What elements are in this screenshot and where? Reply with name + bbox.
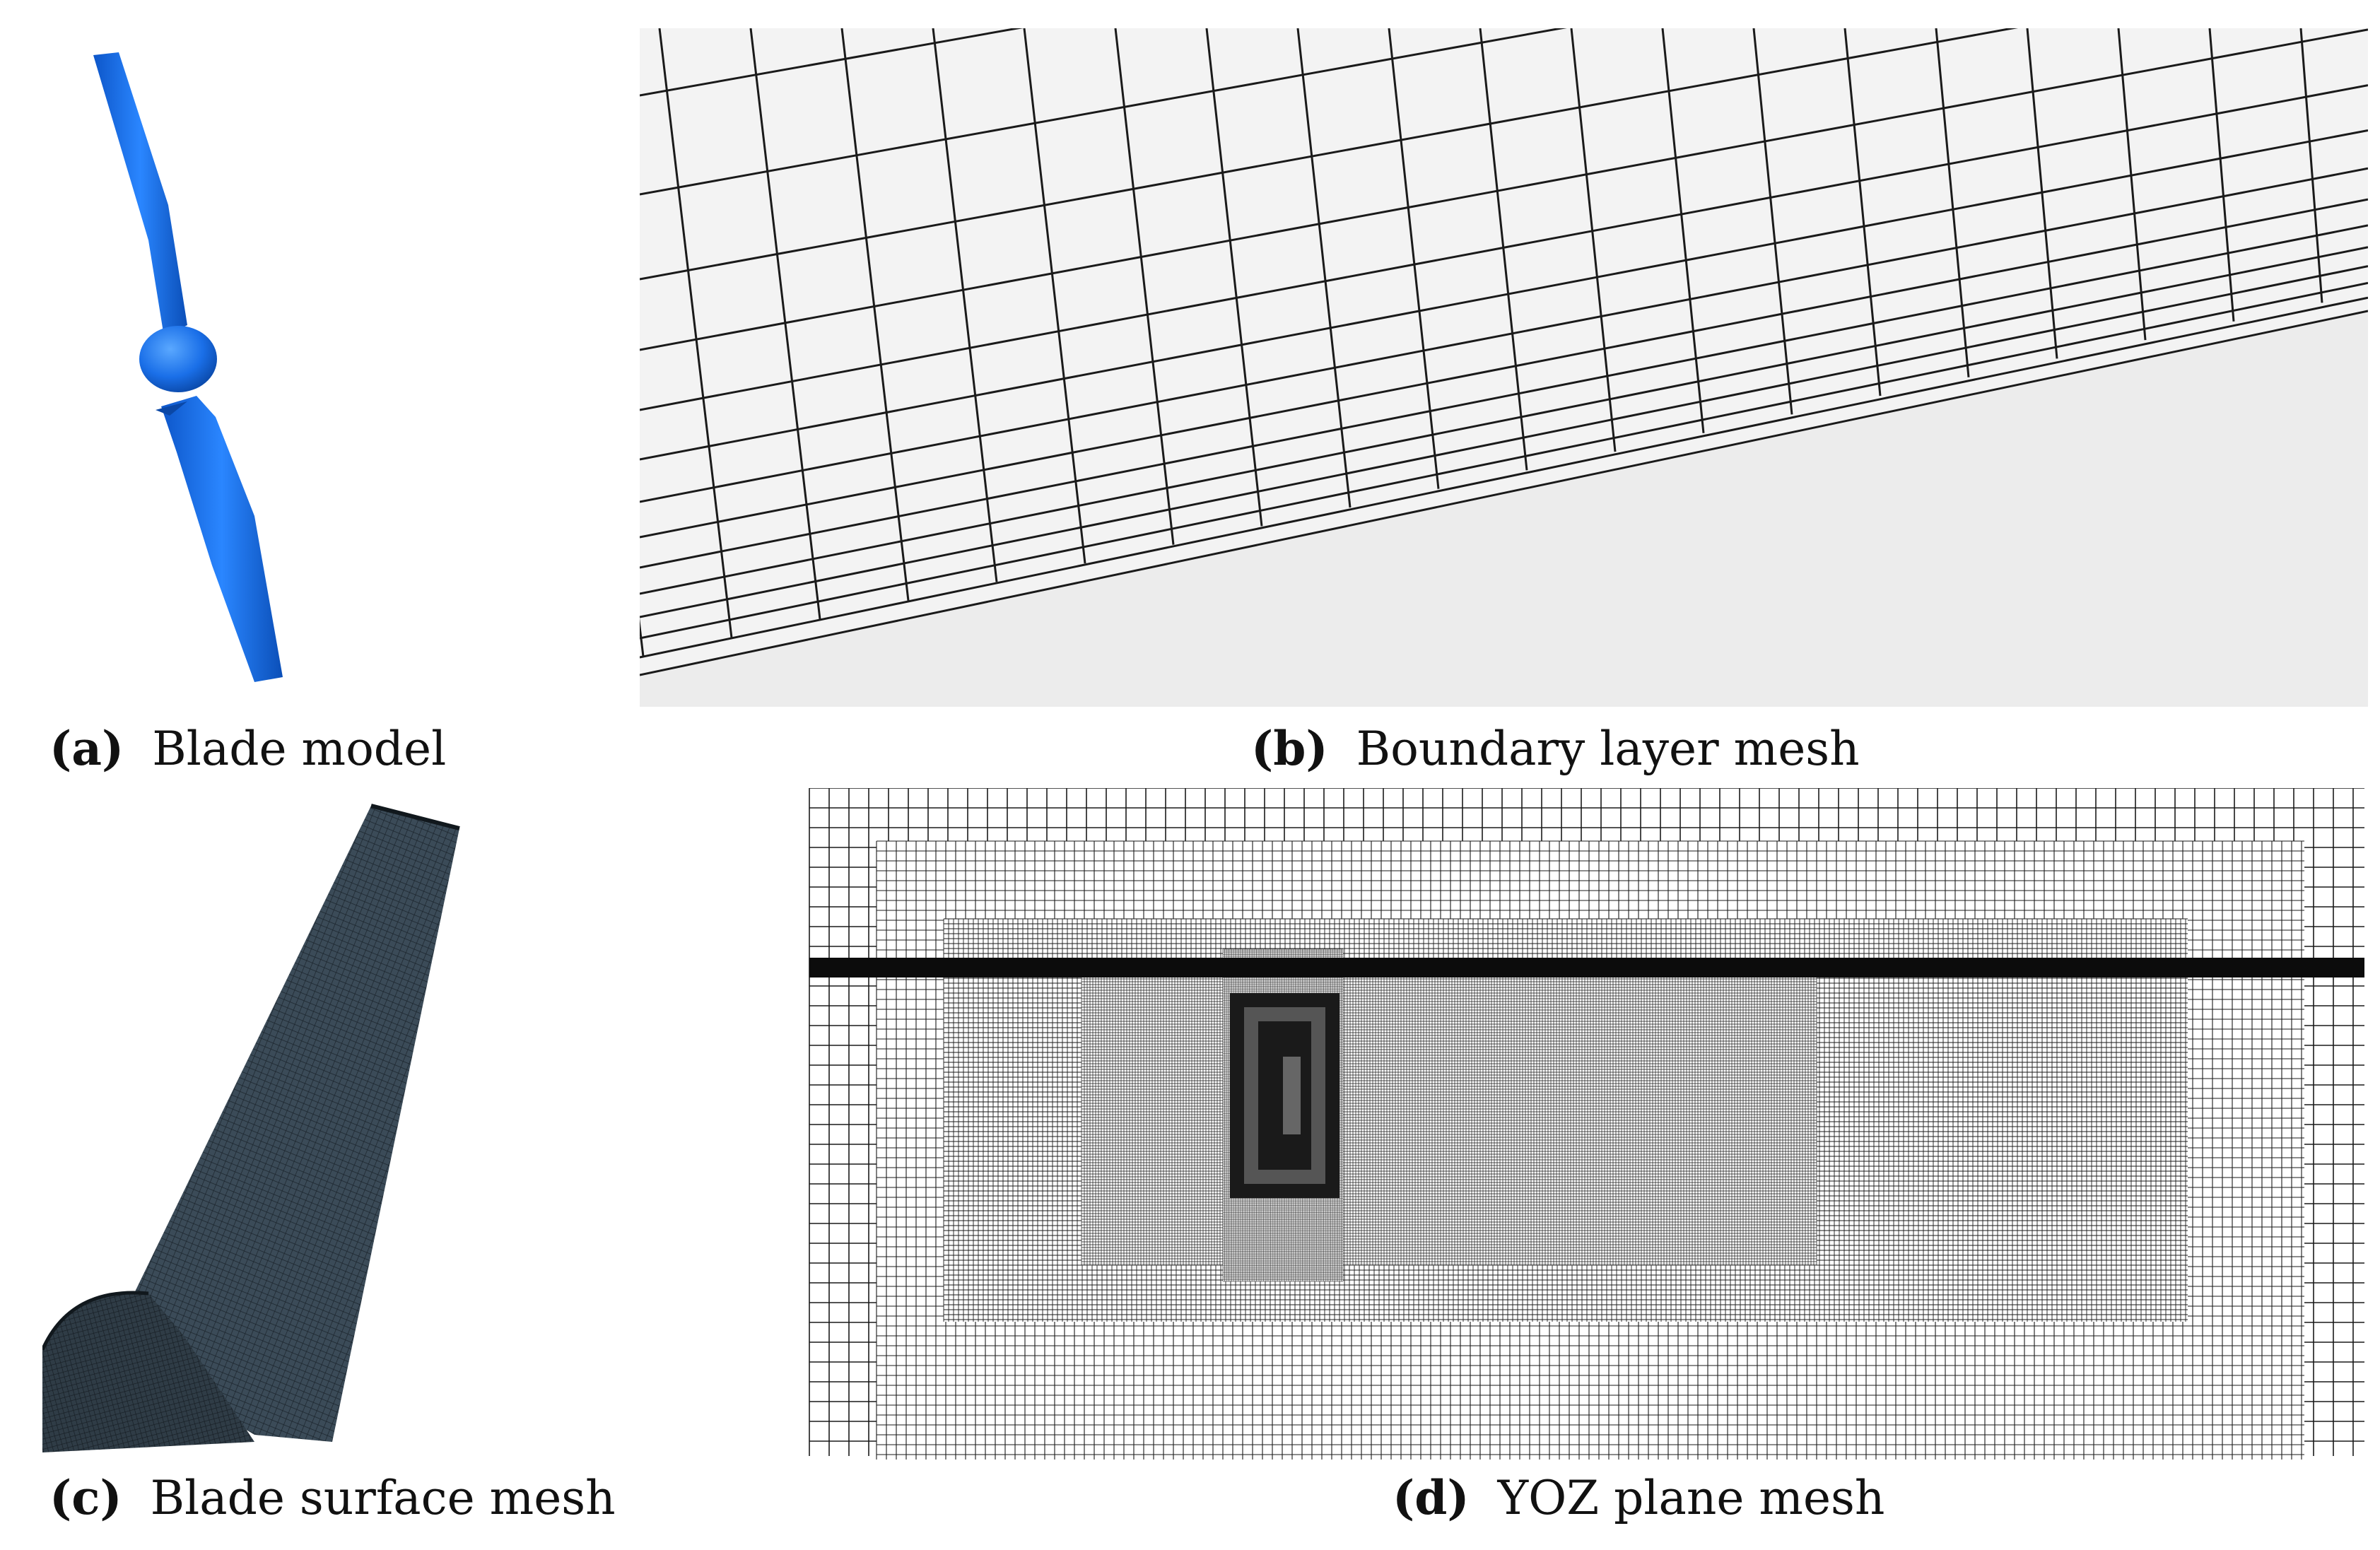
- lower-blade-shape: [161, 396, 283, 682]
- caption-b: (b) Boundary layer mesh: [1251, 721, 1860, 776]
- caption-a-title: Blade model: [152, 722, 447, 776]
- caption-b-letter: (b): [1251, 721, 1328, 776]
- hub-shape: [139, 326, 217, 392]
- caption-c: (c) Blade surface mesh: [49, 1470, 616, 1525]
- caption-b-title: Boundary layer mesh: [1356, 722, 1860, 776]
- caption-c-title: Blade surface mesh: [150, 1471, 616, 1525]
- caption-a: (a) Blade model: [49, 721, 446, 776]
- panel-b-boundary-layer-mesh: [640, 28, 2368, 707]
- caption-d-letter: (d): [1393, 1470, 1470, 1525]
- meshed-blade-shape: [127, 806, 459, 1442]
- caption-c-letter: (c): [49, 1470, 122, 1525]
- panel-d-yoz-plane-mesh: [806, 788, 2368, 1460]
- boundary-layer-mesh-illustration: [640, 28, 2368, 707]
- panel-a-blade-model: [42, 28, 495, 707]
- blade-surface-mesh-illustration: [42, 804, 460, 1452]
- caption-d: (d) YOZ plane mesh: [1393, 1470, 1884, 1525]
- blade-model-illustration: [93, 52, 283, 682]
- meshed-hub-shape: [42, 1293, 254, 1452]
- caption-d-title: YOZ plane mesh: [1497, 1471, 1885, 1525]
- panel-c-blade-surface-mesh: [42, 799, 495, 1456]
- caption-a-letter: (a): [49, 721, 124, 776]
- upper-blade-shape: [93, 52, 187, 336]
- yoz-plane-mesh-illustration: [806, 788, 2368, 1460]
